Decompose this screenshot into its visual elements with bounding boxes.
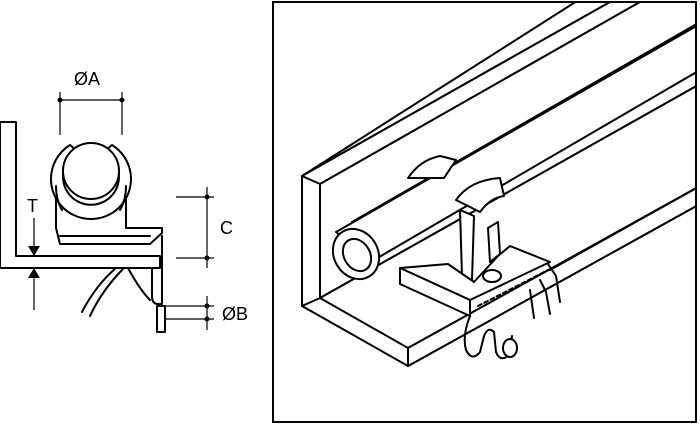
dimension-thickness: T [27,196,40,310]
clip-hole [482,269,502,283]
spring-clip [463,315,513,360]
spring-wire [81,267,125,317]
label-wire: ØB [222,304,248,324]
wire-foot [156,305,166,333]
clip-ring-bore [62,142,120,200]
dimension-wire: ØB [166,296,248,330]
label-height: C [220,218,233,238]
dimension-bore: ØA [57,69,125,135]
label-thickness: T [27,196,38,216]
dimension-height: C [176,187,233,268]
angle-bracket-section [0,121,161,269]
clip-assembly [399,155,561,360]
label-bore: ØA [74,69,100,89]
clip-base [399,245,551,301]
isometric-installation-view [272,1,697,423]
spring-hook [151,235,163,305]
cross-section-drawing: ØA C ØB T [0,69,248,333]
